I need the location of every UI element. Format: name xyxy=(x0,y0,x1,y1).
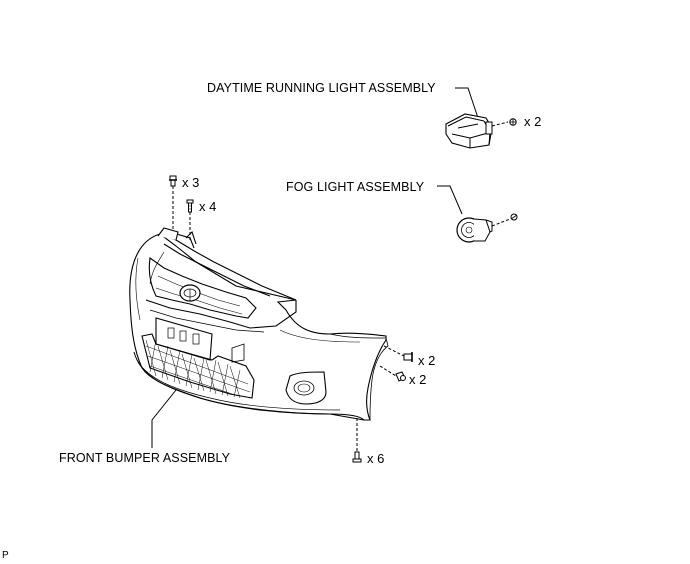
side-clip-quantity: x 2 xyxy=(418,353,436,368)
daytime-running-light-assembly xyxy=(445,87,509,149)
side-clip-icon xyxy=(383,345,413,362)
top-clip-quantity: x 3 xyxy=(182,175,200,190)
drl-assembly-label: DAYTIME RUNNING LIGHT ASSEMBLY xyxy=(207,81,436,95)
side-screw-quantity: x 2 xyxy=(409,372,427,387)
bottom-screw-quantity: x 6 xyxy=(367,451,385,466)
top-screw-quantity: x 4 xyxy=(199,199,217,214)
front-bumper-assembly-label: FRONT BUMPER ASSEMBLY xyxy=(59,451,231,465)
drl-screw-quantity: x 2 xyxy=(524,114,542,129)
corner-code: P xyxy=(2,550,9,561)
side-screw-icon xyxy=(379,365,406,382)
drl-screw-icon xyxy=(509,118,517,126)
fog-screw-icon xyxy=(510,213,518,221)
fog-light-assembly-label: FOG LIGHT ASSEMBLY xyxy=(286,180,425,194)
bottom-screw-icon xyxy=(352,418,362,463)
top-clip-icon xyxy=(169,175,177,238)
fog-light-assembly xyxy=(437,185,511,243)
top-screw-icon xyxy=(186,199,194,240)
front-bumper-assembly xyxy=(129,227,389,421)
bumper-leader-line xyxy=(151,389,177,448)
